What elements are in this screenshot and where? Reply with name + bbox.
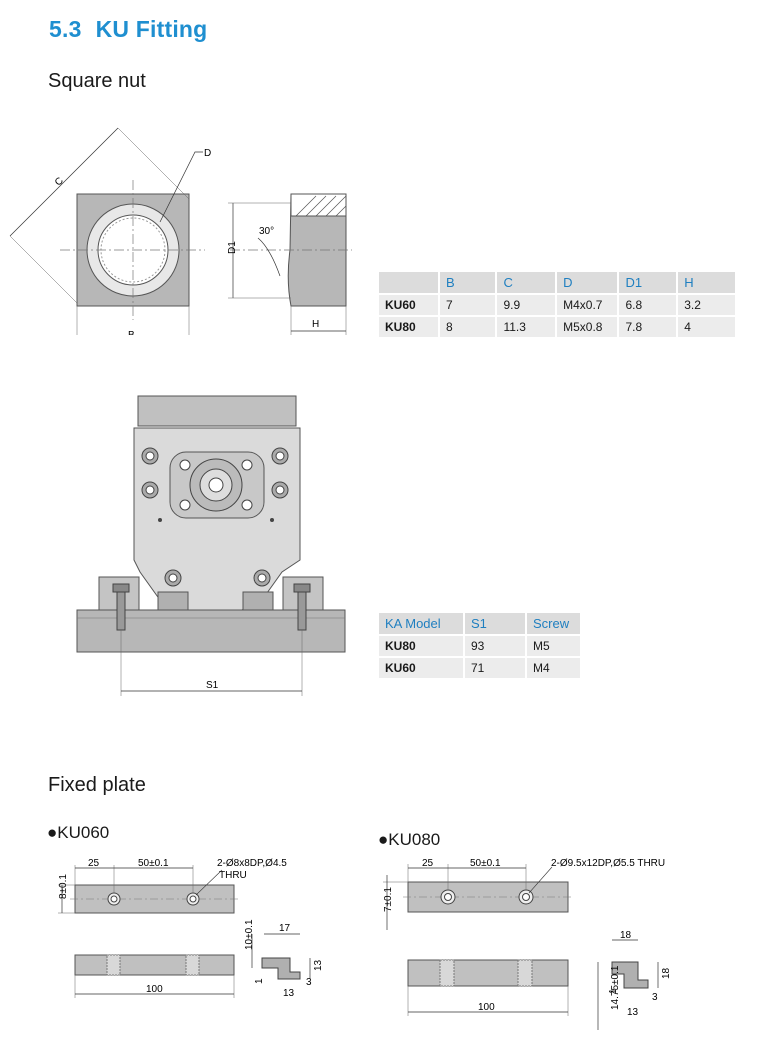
dim-h-label: H: [312, 319, 319, 330]
table-cell: M5x0.8: [557, 317, 618, 337]
table-cell: KU60: [379, 295, 438, 315]
assembly-drawing: S1: [76, 395, 346, 696]
table-header-cell: B: [439, 272, 496, 293]
square-nut-heading: Square nut: [48, 70, 146, 92]
dim-3: 3: [652, 992, 658, 1003]
table-header-cell: D: [557, 272, 618, 293]
table-header-cell: S1: [465, 613, 525, 634]
dim-18: 18: [620, 930, 632, 941]
dim-thru: THRU: [219, 870, 247, 881]
table-cell: KU80: [379, 317, 438, 337]
table-header-cell: [379, 272, 438, 293]
table-cell: M4: [527, 658, 580, 678]
ku080-drawing: 25 50±0.1 2-Ø9.5x12DP,Ø5.5 THRU 7±0.1 10…: [383, 858, 672, 1030]
table-row: KU80 8 11.3 M5x0.8 7.8 4: [379, 317, 735, 337]
dim-3: 3: [306, 977, 312, 988]
square-nut-table: B C D D1 H KU60 7 9.9 M4x0.7 6.8 3.2 KU8…: [377, 270, 737, 339]
dim-len: 100: [146, 984, 163, 995]
dim-h8: 8±0.1: [58, 874, 69, 899]
table-header-row: B C D D1 H: [379, 272, 735, 293]
table-cell: 6.8: [619, 295, 677, 315]
dim-17: 17: [279, 923, 291, 934]
table-header-cell: D1: [619, 272, 677, 293]
table-row: KU60 71 M4: [379, 658, 580, 678]
dim-hole: 2-Ø8x8DP,Ø4.5: [217, 858, 287, 869]
table-header-cell: H: [678, 272, 735, 293]
square-nut-drawing: C B D D1 30° H: [9, 127, 352, 335]
section-title-text: KU Fitting: [95, 16, 208, 42]
dim-angle-label: 30°: [259, 226, 274, 237]
table-cell: 7.8: [619, 317, 677, 337]
table-cell: KU80: [379, 636, 463, 656]
table-cell: 9.9: [497, 295, 556, 315]
table-cell: 93: [465, 636, 525, 656]
ka-model-table: KA Model S1 Screw KU80 93 M5 KU60 71 M4: [377, 611, 582, 680]
section-title: 5.3 KU Fitting: [49, 16, 207, 43]
table-header-cell: C: [497, 272, 556, 293]
dim-d-label: D: [204, 148, 211, 159]
table-cell: 3.2: [678, 295, 735, 315]
dim-18b: 18: [661, 967, 672, 979]
table-cell: 7: [439, 295, 496, 315]
dim-1: 1: [254, 978, 265, 984]
table-cell: 4: [678, 317, 735, 337]
dim-b-label: B: [128, 330, 135, 335]
table-cell: M5: [527, 636, 580, 656]
table-header-cell: Screw: [527, 613, 580, 634]
dim-d1-label: D1: [227, 241, 238, 254]
ku080-label-text: KU080: [388, 830, 441, 849]
ku080-label: ●KU080: [378, 830, 441, 849]
dim-h14: 14.75±0.1: [610, 965, 621, 1010]
table-cell: M4x0.7: [557, 295, 618, 315]
ku060-drawing: 25 50±0.1 2-Ø8x8DP,Ø4.5 THRU 8±0.1 100 1…: [58, 858, 324, 999]
dim-13: 13: [313, 959, 324, 971]
table-header-cell: KA Model: [379, 613, 463, 634]
table-cell: 11.3: [497, 317, 556, 337]
dim-c-label: C: [53, 175, 66, 188]
dim-13: 13: [627, 1007, 639, 1018]
dim-s1-label: S1: [206, 680, 219, 691]
table-row: KU80 93 M5: [379, 636, 580, 656]
dim-25: 25: [422, 858, 434, 869]
table-cell: KU60: [379, 658, 463, 678]
table-row: KU60 7 9.9 M4x0.7 6.8 3.2: [379, 295, 735, 315]
dim-50: 50±0.1: [138, 858, 169, 869]
dim-h7: 7±0.1: [383, 887, 394, 912]
dim-hole: 2-Ø9.5x12DP,Ø5.5 THRU: [551, 858, 665, 869]
dim-h10: 10±0.1: [244, 919, 255, 950]
dim-13b: 13: [283, 988, 295, 999]
ku060-label-text: KU060: [57, 823, 110, 842]
dim-len: 100: [478, 1002, 495, 1013]
table-cell: 8: [439, 317, 496, 337]
dim-50: 50±0.1: [470, 858, 501, 869]
dim-1: 1: [608, 988, 619, 994]
section-number: 5.3: [49, 16, 82, 42]
fixed-plate-heading: Fixed plate: [48, 774, 146, 796]
dim-25: 25: [88, 858, 100, 869]
table-cell: 71: [465, 658, 525, 678]
ku060-label: ●KU060: [47, 823, 110, 842]
table-header-row: KA Model S1 Screw: [379, 613, 580, 634]
